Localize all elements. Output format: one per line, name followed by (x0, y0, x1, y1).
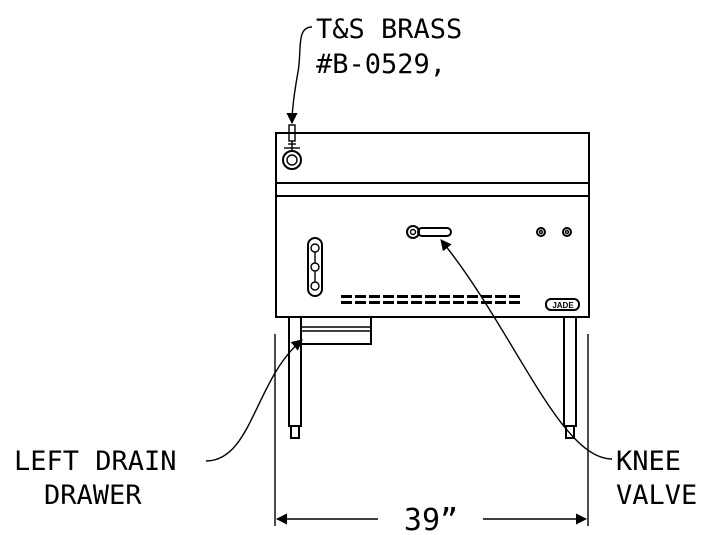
vent-slot (453, 295, 464, 298)
vent-slot (383, 301, 394, 304)
vent-slot (397, 295, 408, 298)
vent-slot (425, 295, 436, 298)
legs (288, 316, 577, 439)
vent-slot (439, 301, 450, 304)
left-control-strip (307, 237, 323, 297)
vent-slot (355, 295, 366, 298)
backsplash (275, 132, 590, 184)
vent-slot (411, 301, 422, 304)
logo-text: JADE (552, 301, 574, 310)
vent-slot (341, 301, 352, 304)
vent-slot (439, 295, 450, 298)
vent-slot (369, 301, 380, 304)
vent-slot (453, 301, 464, 304)
faucet-label-line1: T&S BRASS (316, 14, 462, 45)
vent-slot (481, 295, 492, 298)
vent-slot (383, 295, 394, 298)
vent-slot (509, 301, 520, 304)
jade-logo: JADE (545, 298, 580, 311)
vent-slot (495, 301, 506, 304)
drain-leader (205, 339, 303, 462)
control-knob-icon (536, 227, 572, 237)
dimension-lines (274, 334, 589, 526)
vent-slot (425, 301, 436, 304)
knee-valve-icon (406, 225, 452, 239)
cabinet (275, 132, 590, 318)
vent-slots (341, 295, 520, 304)
faucet-leader (286, 26, 313, 125)
vent-slot (495, 295, 506, 298)
vent-slot (467, 301, 478, 304)
drain-drawer-icon (300, 316, 372, 345)
valve-label-line1: KNEE (616, 446, 681, 477)
vent-slot (467, 295, 478, 298)
valve-label-line2: VALVE (616, 480, 697, 511)
vent-slot (355, 301, 366, 304)
drain-label-line1: LEFT DRAIN (14, 446, 177, 477)
vent-slot (341, 295, 352, 298)
vent-slot (411, 295, 422, 298)
valve-leader (440, 239, 613, 460)
width-dimension: 39” (404, 503, 458, 535)
cabinet-front (275, 195, 590, 318)
faucet-icon (282, 124, 302, 170)
vent-slot (369, 295, 380, 298)
vent-slot (509, 295, 520, 298)
vent-slot (397, 301, 408, 304)
drain-label-line2: DRAWER (44, 480, 142, 511)
vent-slot (481, 301, 492, 304)
faucet-label-line2: #B-0529, (316, 49, 446, 80)
